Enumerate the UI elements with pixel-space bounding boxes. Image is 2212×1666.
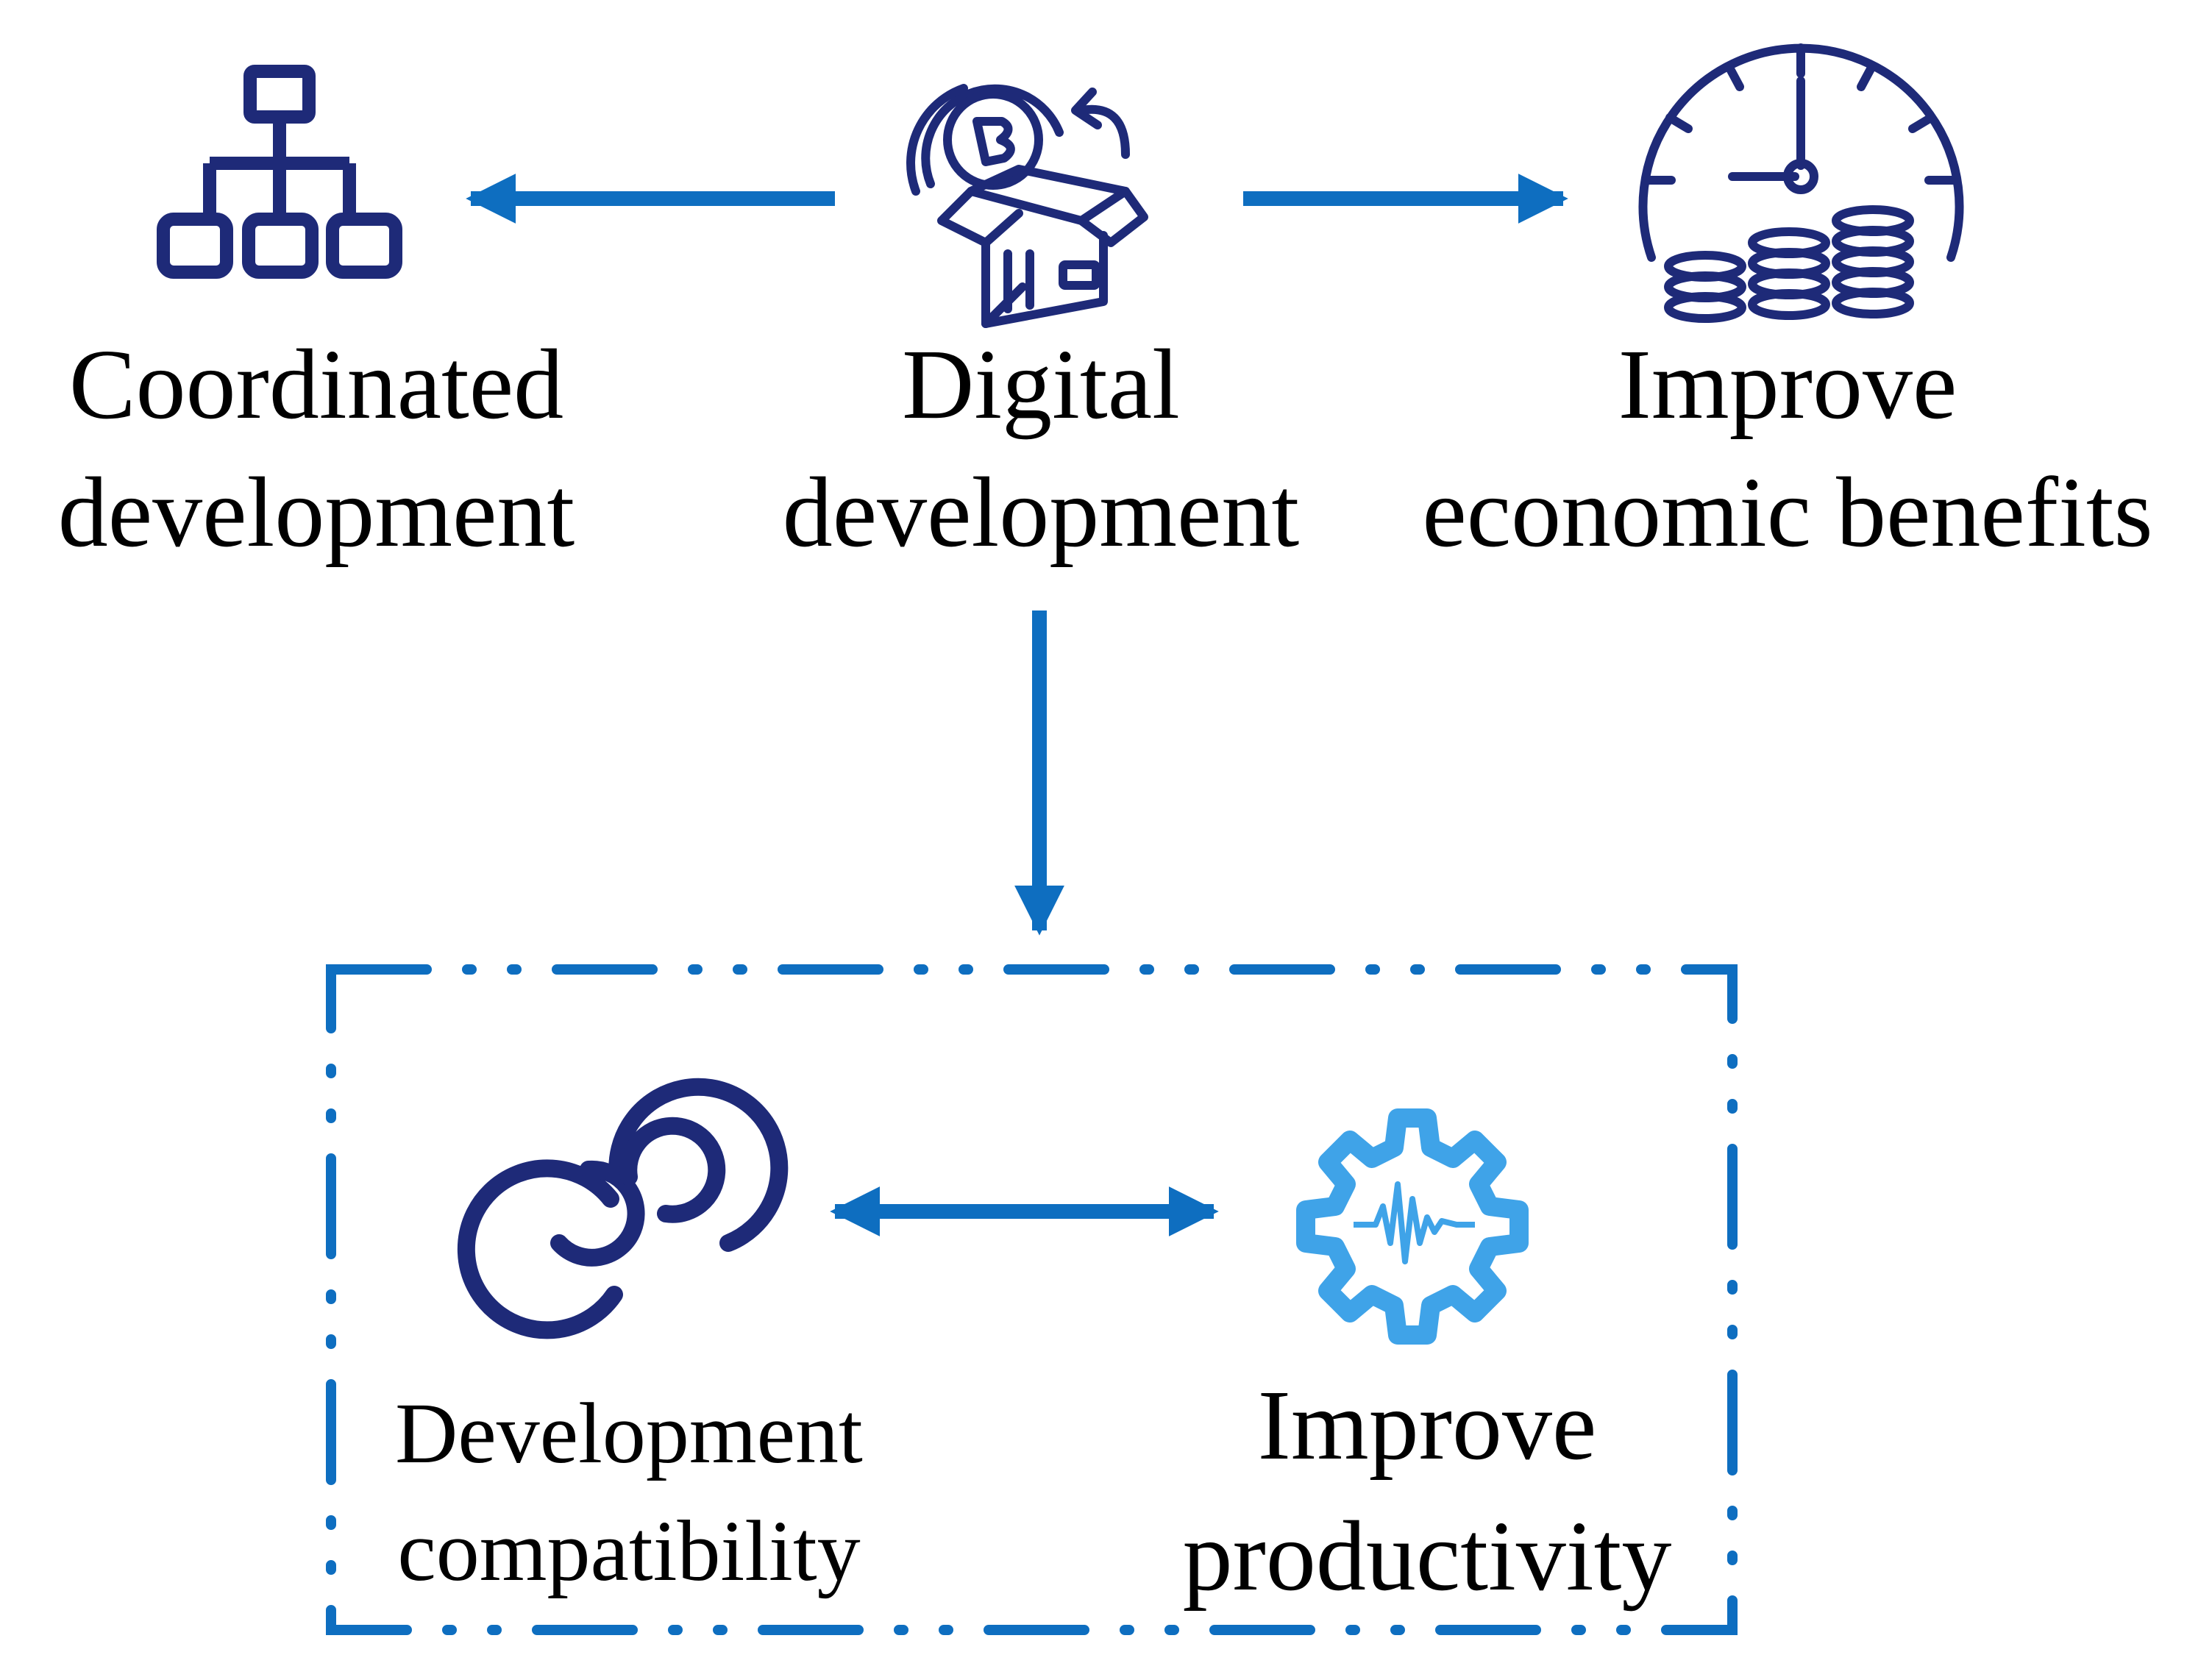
productivity-line2: productivity — [1182, 1501, 1672, 1612]
economic-line1: Improve — [1618, 330, 1957, 440]
coordinated-development-label: Coordinated development — [15, 335, 618, 563]
compatibility-line2: compatibility — [397, 1503, 861, 1599]
network-hierarchy-icon — [157, 65, 402, 279]
linked-rings-icon — [457, 1078, 789, 1339]
economic-line2: economic benefits — [1422, 458, 2153, 568]
coordinated-line1: Coordinated — [68, 330, 564, 440]
productivity-line1: Improve — [1257, 1370, 1597, 1481]
development-compatibility-label: Development compatibility — [346, 1390, 912, 1595]
compatibility-line1: Development — [395, 1385, 863, 1481]
gear-waveform-icon — [1296, 1108, 1529, 1345]
digital-line1: Digital — [902, 330, 1180, 440]
digital-development-label: Digital development — [736, 335, 1346, 563]
improve-economic-benefits-label: Improve economic benefits — [1376, 335, 2199, 563]
digital-line2: development — [782, 458, 1300, 568]
coordinated-line2: development — [57, 458, 575, 568]
improve-productivity-label: Improve productivity — [1125, 1375, 1729, 1606]
box-coin-return-icon — [906, 84, 1148, 328]
clock-coins-icon — [1638, 43, 1964, 323]
group-box — [326, 964, 1738, 1635]
